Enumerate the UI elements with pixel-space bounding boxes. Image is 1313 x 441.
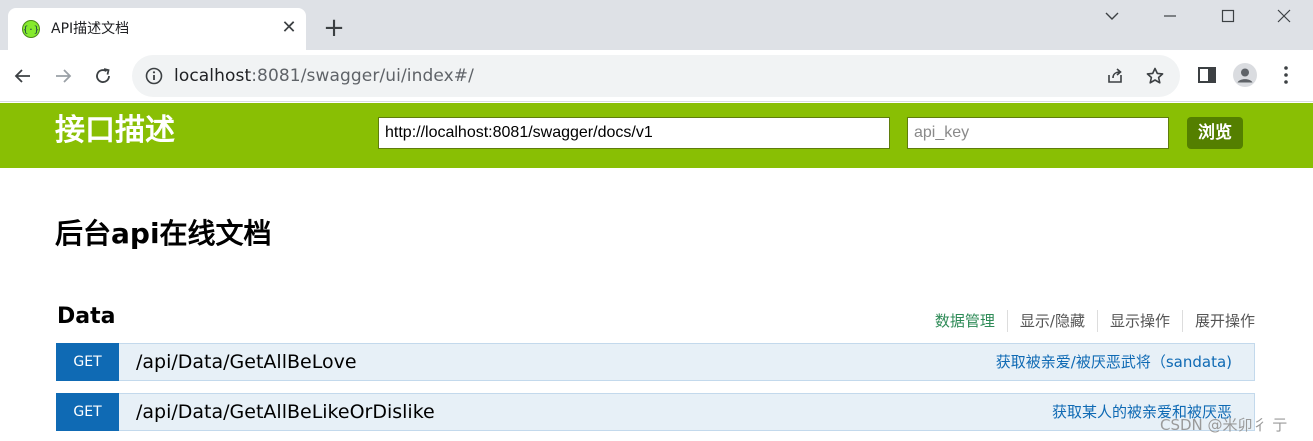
api-key-input[interactable] <box>907 117 1169 149</box>
chevron-down-icon[interactable] <box>1092 4 1132 28</box>
http-method-badge[interactable]: GET <box>56 393 119 431</box>
resource-action-toggle[interactable]: 显示/隐藏 <box>1008 310 1098 332</box>
browser-toolbar: localhost:8081/swagger/ui/index#/ <box>0 50 1313 102</box>
back-arrow-icon[interactable] <box>9 62 37 90</box>
url-host: localhost <box>174 66 252 86</box>
url-text[interactable]: localhost:8081/swagger/ui/index#/ <box>174 65 474 87</box>
tab-title: API描述文档 <box>51 21 130 37</box>
tab-strip: {·} API描述文档 ✕ + <box>0 0 1313 50</box>
operation-summary[interactable]: 获取被亲爱/被厌恶武将（sandata) <box>995 353 1232 371</box>
explore-button[interactable]: 浏览 <box>1187 117 1243 149</box>
kebab-menu-icon[interactable] <box>1274 63 1298 87</box>
resource-action-description[interactable]: 数据管理 <box>923 310 1008 332</box>
window-close-icon[interactable] <box>1264 4 1304 28</box>
minimize-icon[interactable] <box>1150 4 1190 28</box>
operation-row[interactable]: GET /api/Data/GetAllBeLikeOrDislike 获取某人… <box>56 393 1255 431</box>
watermark: CSDN @米卯彳 亍 <box>1160 416 1288 434</box>
operation-path[interactable]: /api/Data/GetAllBeLikeOrDislike <box>136 401 435 423</box>
operation-summary[interactable]: 获取某人的被亲爱和被厌恶 <box>1051 403 1232 421</box>
info-icon[interactable] <box>144 66 164 86</box>
maximize-icon[interactable] <box>1208 4 1248 28</box>
side-panel-icon[interactable] <box>1195 63 1219 87</box>
resource-action-list-operations[interactable]: 显示操作 <box>1098 310 1183 332</box>
address-bar[interactable]: localhost:8081/swagger/ui/index#/ <box>132 55 1180 97</box>
page-title: 后台api在线文档 <box>55 217 272 250</box>
close-icon[interactable]: ✕ <box>281 17 297 38</box>
base-url-input[interactable] <box>378 117 890 149</box>
browser-tab[interactable]: {·} API描述文档 ✕ <box>8 8 306 50</box>
resource-actions: 数据管理 显示/隐藏 显示操作 展开操作 <box>923 310 1255 332</box>
http-method-badge[interactable]: GET <box>56 343 119 381</box>
share-icon[interactable] <box>1105 66 1125 86</box>
swagger-logo-text[interactable]: 接口描述 <box>55 113 175 148</box>
resource-name[interactable]: Data <box>57 304 116 329</box>
reload-icon[interactable] <box>89 62 117 90</box>
forward-arrow-icon[interactable] <box>49 62 77 90</box>
url-path: :8081/swagger/ui/index#/ <box>251 66 474 86</box>
plus-icon[interactable]: + <box>323 13 345 43</box>
star-icon[interactable] <box>1145 66 1165 86</box>
operation-path[interactable]: /api/Data/GetAllBeLove <box>136 351 357 373</box>
profile-icon[interactable] <box>1233 63 1257 87</box>
operation-row[interactable]: GET /api/Data/GetAllBeLove 获取被亲爱/被厌恶武将（s… <box>56 343 1255 381</box>
swagger-favicon-icon: {·} <box>22 20 40 38</box>
svg-text:{·}: {·} <box>23 26 39 36</box>
resource-action-expand-operations[interactable]: 展开操作 <box>1194 312 1255 330</box>
swagger-header: 接口描述 浏览 <box>0 103 1313 168</box>
